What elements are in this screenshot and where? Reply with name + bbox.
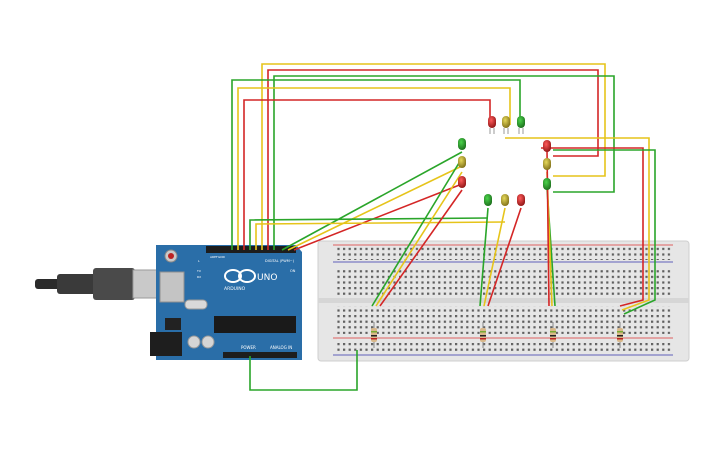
resistors — [371, 322, 623, 348]
atmega-chip — [214, 316, 296, 333]
brand-label: ARDUINO — [224, 286, 246, 292]
led-yellow — [543, 158, 551, 170]
wire-green-bottom — [249, 217, 489, 250]
led-green — [458, 138, 466, 150]
wire-right-red-bb — [546, 149, 550, 307]
led-red — [543, 140, 551, 152]
resistor — [550, 322, 556, 348]
wires — [231, 63, 656, 391]
usb-port — [159, 271, 185, 303]
aref-label: AREF — [210, 255, 218, 259]
led-green — [543, 178, 551, 190]
wire-red-top2 — [243, 99, 491, 250]
tx-label: TX — [196, 269, 201, 273]
resistor — [617, 322, 623, 348]
model-label: UNO — [257, 273, 277, 283]
digital-header — [206, 246, 296, 253]
analog-label: ANALOG IN — [270, 345, 292, 350]
wire-red-top — [267, 69, 599, 250]
on-label: ON — [290, 269, 296, 273]
wire-bottom-green-bb — [479, 207, 489, 307]
power-label: POWER — [241, 345, 256, 350]
wire-green-top — [273, 75, 615, 250]
led-yellow — [502, 116, 510, 134]
wire-green-diag — [281, 151, 463, 251]
l-label: L — [198, 259, 200, 263]
wire-green-right — [553, 149, 656, 315]
wire-yellow-diag — [287, 165, 463, 251]
resistor — [480, 322, 486, 348]
led-group-bottom — [484, 194, 525, 206]
arduino-logo — [224, 269, 256, 283]
resistor — [371, 322, 377, 348]
led-green — [484, 194, 492, 206]
wire-red-right — [541, 147, 644, 307]
led-group-left — [458, 138, 466, 188]
digital-label: DIGITAL (PWM~) — [265, 259, 295, 263]
led-green — [517, 116, 525, 134]
usb-cable — [35, 268, 170, 300]
led-yellow — [501, 194, 509, 206]
wire-yellow-top — [261, 63, 606, 250]
breadboard — [317, 240, 690, 362]
led-group-right — [543, 140, 551, 190]
wire-yellow-top2 — [237, 87, 511, 250]
wire-green-top2 — [231, 79, 521, 250]
rx-label: RX — [197, 275, 201, 279]
led-group-top — [488, 116, 525, 134]
wire-bottom-yellow-bb — [483, 207, 506, 307]
power-analog-header — [223, 352, 297, 358]
led-red — [517, 194, 525, 206]
wire-yellow-right — [505, 137, 650, 311]
power-jack — [150, 332, 182, 356]
wire-left-yellow-bb — [375, 171, 463, 307]
wire-red-diag — [293, 183, 463, 251]
led-red — [488, 116, 496, 134]
wire-left-red-bb — [379, 189, 463, 307]
arduino-uno-board: UNO ARDUINO DIGITAL (PWM~) POWER ANALOG … — [150, 245, 302, 360]
wire-ground-loop — [249, 350, 358, 391]
led-yellow — [458, 156, 466, 168]
led-red — [458, 176, 466, 188]
wire-left-green-bb — [371, 157, 463, 307]
wire-bottom-red-bb — [487, 207, 522, 307]
gnd-label: GND — [218, 255, 226, 259]
